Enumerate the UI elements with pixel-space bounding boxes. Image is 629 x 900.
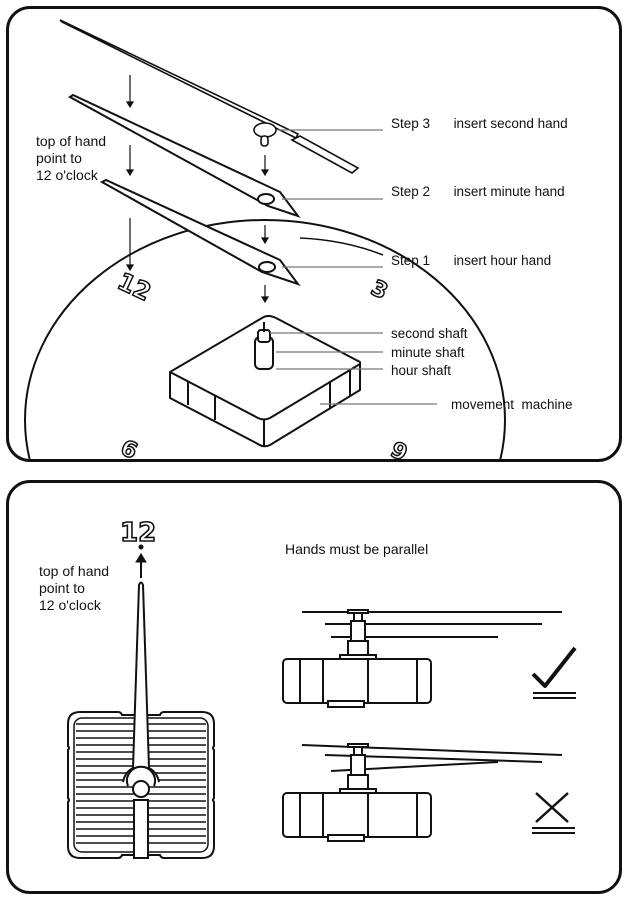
- hour-hand-curve: [299, 237, 384, 256]
- movement-machine-drawing: [169, 315, 361, 448]
- movement-machine-label: movement machine: [451, 397, 573, 412]
- step-1-label: Step 1 insert hour hand: [391, 254, 551, 268]
- parallel-heading: Hands must be parallel: [285, 541, 429, 557]
- minute-shaft-label: minute shaft: [391, 345, 465, 360]
- step-number: Step 2: [391, 184, 431, 199]
- insertion-arrows: [125, 75, 270, 304]
- top-of-hand-note: top of hand point to 12 o'clock: [36, 133, 106, 184]
- clock-face-outline: [24, 219, 506, 459]
- note-line: point to: [39, 580, 85, 596]
- note-line: 12 o'clock: [39, 597, 101, 613]
- step-action: insert minute hand: [453, 184, 565, 199]
- dial-number-12: 12: [120, 518, 156, 548]
- minute-hand: [68, 93, 301, 218]
- top-of-hand-note-bottom: top of hand point to 12 o'clock: [39, 563, 109, 614]
- note-line: top of hand: [36, 133, 107, 149]
- assembly-illustration: 12 3 9 6: [24, 19, 506, 465]
- step-action: insert second hand: [453, 116, 568, 131]
- note-line: 12 o'clock: [36, 167, 98, 183]
- note-line: point to: [36, 150, 82, 166]
- up-arrow-icon: [135, 553, 147, 578]
- non-parallel-hands-wrong: [282, 743, 563, 842]
- vertical-hand: [122, 581, 160, 859]
- cross-icon: [532, 792, 575, 834]
- check-icon: [531, 646, 577, 699]
- step-number: Step 1: [391, 253, 431, 268]
- twelve-dot: [138, 544, 144, 550]
- step-3-label: Step 3 insert second hand: [391, 117, 568, 131]
- second-shaft-label: second shaft: [391, 326, 468, 341]
- step-number: Step 3: [391, 116, 431, 131]
- step-action: insert hour hand: [453, 253, 552, 268]
- second-hand: [59, 19, 360, 174]
- leader-lines: [270, 129, 437, 405]
- parallel-hands-correct: [282, 609, 562, 708]
- note-line: top of hand: [39, 563, 110, 579]
- step-2-label: Step 2 insert minute hand: [391, 185, 565, 199]
- hour-hand: [99, 178, 301, 286]
- hour-shaft-label: hour shaft: [391, 363, 452, 378]
